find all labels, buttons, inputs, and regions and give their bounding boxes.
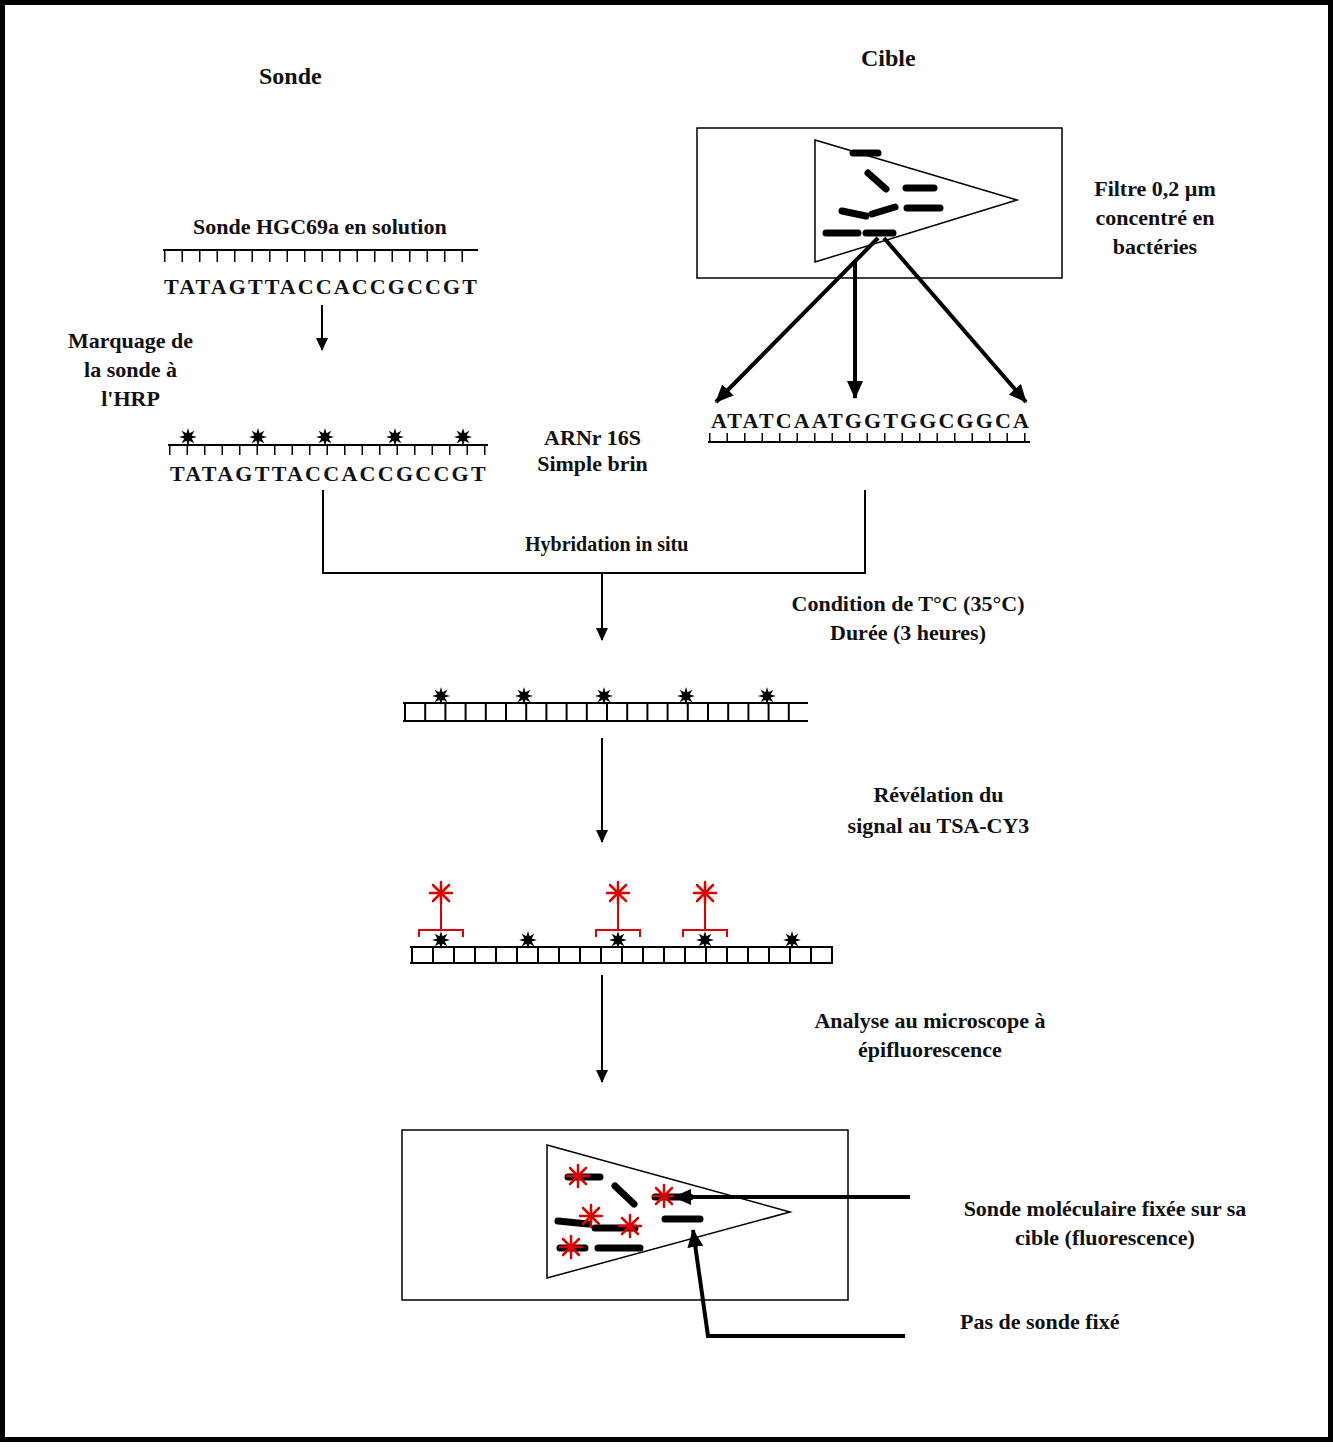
filter-triangle [815,140,1017,262]
step-label: Hybridation in situ [525,530,688,559]
step-arrow [601,573,603,640]
filter-box [697,128,1062,278]
step-arrow [321,305,323,350]
column-heading: Cible [861,44,916,73]
sequence: ATATCAATGGTGGCGGCA [711,406,1031,435]
target-label: ARNr 16S Simple brin [534,425,651,477]
target-strand [708,438,1030,443]
extraction-arrows [716,238,1026,402]
leader-arrows [674,1197,910,1336]
callout-label: Pas de sonde fixé [960,1307,1120,1336]
bacteria [826,153,940,233]
microscope-view [402,1130,848,1300]
hybrid-duplex [403,687,808,721]
labelled-probe [168,428,488,450]
merge-line [323,490,865,573]
filter-illustration [697,128,1062,278]
frame-border [3,3,1331,1440]
step-label: Marquage de la sonde à l'HRP [65,326,196,413]
step-arrow [601,975,603,1082]
probe-strand [163,250,478,256]
sequence: TATAGTTACCACCGCCGT [170,459,488,488]
callout-label: Sonde moléculaire fixée sur sa cible (fl… [960,1194,1250,1252]
probe-name: Sonde HGC69a en solution [193,212,447,241]
step-label: Analyse au microscope à épifluorescence [811,1006,1049,1064]
revealed-duplex [410,882,833,963]
column-heading: Sonde [259,62,322,91]
sequence: TATAGTTACCACCGCCGT [164,272,479,301]
step-label: Révélation du signal au TSA-CY3 [844,779,1033,841]
filter-label: Filtre 0,2 µm concentré en bactéries [1091,174,1219,261]
condition-note: Condition de T°C (35°C) Durée (3 heures) [788,589,1028,647]
step-arrow [601,738,603,842]
